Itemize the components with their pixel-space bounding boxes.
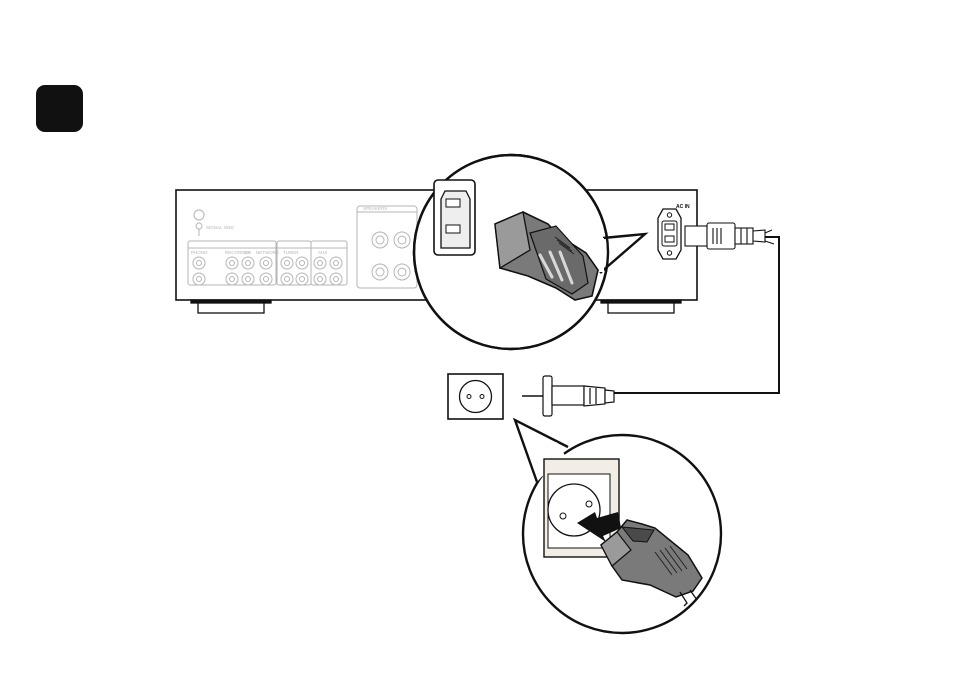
phono-label: PHONO <box>191 250 208 255</box>
speakers-label: SPEAKERS <box>363 206 387 211</box>
schuko-plug-small <box>522 375 615 417</box>
network-label: NETWORK <box>256 250 279 255</box>
tuner-label: TUNER <box>283 250 299 255</box>
aux-label: AUX <box>318 250 327 255</box>
recorder-label: RECORDER <box>225 250 252 255</box>
ac-in-label: AC IN <box>676 204 690 210</box>
ac-inlet-on-panel: AC IN <box>657 204 690 260</box>
signal-gnd-label: SIGNAL GND <box>206 225 234 230</box>
inlet-zoom-callout <box>412 153 649 351</box>
wall-outlet-small <box>447 373 504 420</box>
socket-zoom-callout <box>512 417 723 635</box>
amplifier-feet <box>190 299 682 314</box>
cd-label: CD <box>244 250 251 255</box>
step-badge <box>36 85 83 132</box>
iec-plug-on-panel <box>684 222 766 250</box>
